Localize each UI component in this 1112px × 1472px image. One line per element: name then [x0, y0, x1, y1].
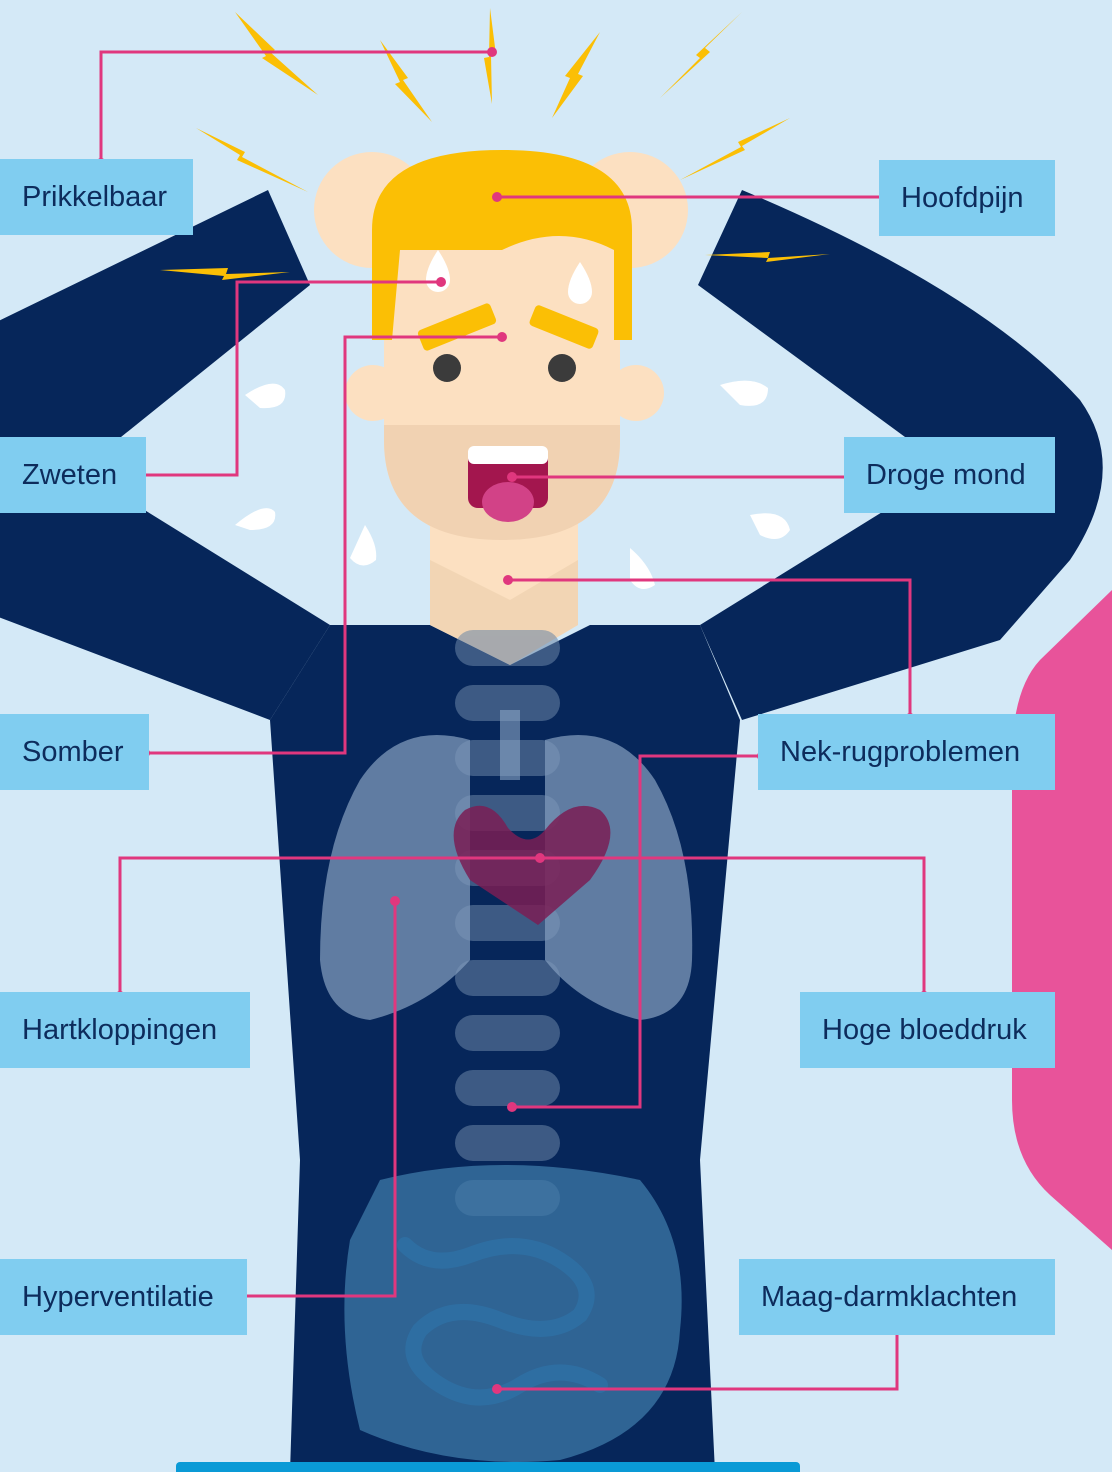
pink-side-shape — [1012, 590, 1112, 1250]
label-hoofdpijn: Hoofdpijn — [879, 160, 1055, 236]
label-prikkelbaar: Prikkelbaar — [0, 159, 193, 235]
label-hartkloppingen: Hartkloppingen — [0, 992, 250, 1068]
left-eye — [433, 354, 461, 382]
label-somber: Somber — [0, 714, 149, 790]
label-maag-darmklachten: Maag-darmklachten — [739, 1259, 1055, 1335]
label-nek-rugproblemen: Nek-rugproblemen — [758, 714, 1055, 790]
label-zweten: Zweten — [0, 437, 146, 513]
right-eye — [548, 354, 576, 382]
bottom-bar — [176, 1462, 800, 1472]
label-droge-mond: Droge mond — [844, 437, 1055, 513]
label-hyperventilatie: Hyperventilatie — [0, 1259, 247, 1335]
label-hoge-bloeddruk: Hoge bloeddruk — [800, 992, 1055, 1068]
